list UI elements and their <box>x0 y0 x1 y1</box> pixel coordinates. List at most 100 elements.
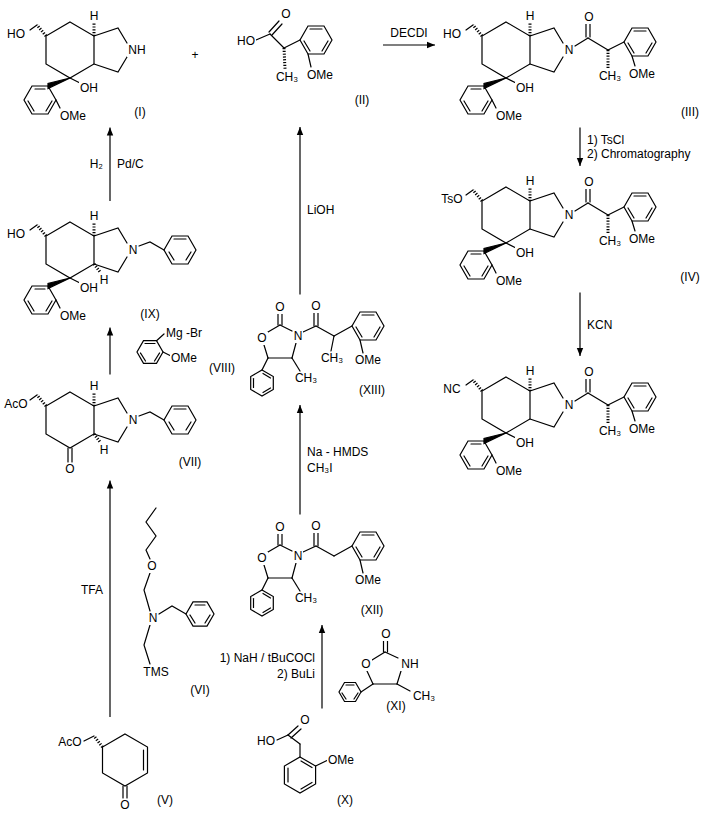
atom-label: N <box>564 44 575 57</box>
atom-label: O <box>256 552 267 565</box>
atom-label: NH <box>127 44 146 57</box>
reaction-arrow <box>109 328 110 375</box>
reaction-arrow <box>299 127 300 295</box>
atom-label: AcO <box>3 398 28 411</box>
atom-label: OMe <box>170 352 198 365</box>
atom-label: O <box>583 366 594 379</box>
atom-label: H <box>89 380 100 393</box>
compound: HOHNOOHOMeCH₃OMe(III) <box>438 4 708 125</box>
atom-label: OMe <box>495 465 523 478</box>
atom-label: OMe <box>628 233 656 246</box>
nitrile-drawing <box>460 377 656 469</box>
compound: ONTMS(VI) <box>132 498 222 700</box>
atom-label: O <box>360 658 371 671</box>
atom-label: H <box>525 10 536 23</box>
compound: AcOO(V) <box>52 720 180 814</box>
atom-label: CH₃ <box>320 352 344 365</box>
compound-number: (VII) <box>178 456 203 469</box>
atom-label: CH₃ <box>598 425 622 438</box>
atom-label: O <box>146 560 157 573</box>
atom-label: HO <box>442 28 462 41</box>
compound: O HO CH₃ OMe (II) <box>234 4 380 124</box>
compound-number: (V) <box>156 794 174 807</box>
atom-label: O <box>256 332 267 345</box>
atom-label: H <box>525 365 536 378</box>
reagent-label: 1) TsCl <box>586 134 625 147</box>
atom-label: HO <box>236 35 256 48</box>
atom-label: OH <box>79 282 99 295</box>
atom-label: CH₃ <box>598 235 622 248</box>
methyl-bond <box>331 336 334 351</box>
compound-number: (XII) <box>360 604 385 617</box>
reaction-arrow <box>299 405 300 515</box>
compound: OONOCH₃OMeCH₃(XIII) <box>244 298 400 403</box>
atom-label: O <box>310 300 321 313</box>
reaction-arrow <box>109 128 110 202</box>
atom-label: N <box>293 330 304 343</box>
atom-label: HO <box>6 28 26 41</box>
compound: Mg -BrOMe(VIII) <box>128 324 240 377</box>
atom-label: O <box>583 11 594 24</box>
compound: AcOHNHO(VII) <box>1 378 210 478</box>
compound-XI-drawing <box>339 641 410 702</box>
plus-sign: + <box>190 49 199 62</box>
reagent-label: 2) Chromatography <box>586 148 691 161</box>
compound-number: (XIII) <box>358 384 386 397</box>
compound-IV-drawing <box>460 187 656 279</box>
atom-label: O <box>310 520 321 533</box>
atom-label: OMe <box>59 110 87 123</box>
atom-label: CH₃ <box>294 372 318 385</box>
reagent-label: KCN <box>586 319 613 332</box>
atom-label: OMe <box>306 69 334 82</box>
atom-label: CH₃ <box>412 690 436 703</box>
compound-number: (I) <box>133 106 146 119</box>
atom-label: CH₃ <box>275 71 299 84</box>
reagent-label: 1) NaH / tBuCOCl <box>219 652 316 665</box>
compound-XII-drawing <box>251 532 384 616</box>
compound-VI-drawing <box>144 508 214 664</box>
compound-number: (IV) <box>679 271 700 284</box>
reagent-label: CH₃I <box>306 462 334 475</box>
compound-number: (IX) <box>139 308 160 321</box>
atom-label: N <box>293 550 304 563</box>
atom-label: H <box>99 444 110 457</box>
atom-label: Mg -Br <box>165 327 203 340</box>
atom-label: NH <box>400 658 419 671</box>
reagent-label: Na - HMDS <box>306 446 369 459</box>
compound: TsOHNOOHOMeCH₃OMe(IV) <box>438 169 708 290</box>
atom-label: CH₃ <box>598 70 622 83</box>
atom-label: O <box>280 8 291 21</box>
compound: OONHCH₃(XI) <box>336 626 440 715</box>
atom-label: OMe <box>327 754 355 767</box>
compound: HOHNHOHOMe(IX) <box>4 204 210 325</box>
atom-label: H <box>89 10 100 23</box>
compound-number: (II) <box>354 94 371 107</box>
compound: NCHNOOHOMeCH₃OMe <box>438 359 708 480</box>
reaction-arrow <box>383 44 435 45</box>
reagent-label: DECDI <box>389 27 428 40</box>
atom-label: CH₃ <box>294 592 318 605</box>
atom-label: OMe <box>495 110 523 123</box>
atom-label: O <box>380 628 391 641</box>
atom-label: O <box>64 463 75 476</box>
compound-III-drawing <box>460 22 656 114</box>
reaction-arrow <box>109 481 110 718</box>
reaction-arrow <box>321 625 322 709</box>
reagent-label: TFA <box>80 584 104 597</box>
compound-IX-drawing <box>24 222 196 314</box>
compound-VII-drawing <box>30 392 196 462</box>
atom-label: O <box>274 521 285 534</box>
reaction-arrow <box>579 128 580 167</box>
atom-label: OMe <box>354 354 382 367</box>
atom-label: H <box>89 210 100 223</box>
atom-label: TsO <box>440 193 463 206</box>
compound: HOHNHOHOMe(I) <box>4 4 150 125</box>
reagent-label: Pd/C <box>116 158 145 171</box>
atom-label: O <box>299 714 310 727</box>
atom-label: AcO <box>57 736 82 749</box>
atom-label: O <box>583 176 594 189</box>
atom-label: NC <box>442 383 461 396</box>
atom-label: H <box>525 175 536 188</box>
